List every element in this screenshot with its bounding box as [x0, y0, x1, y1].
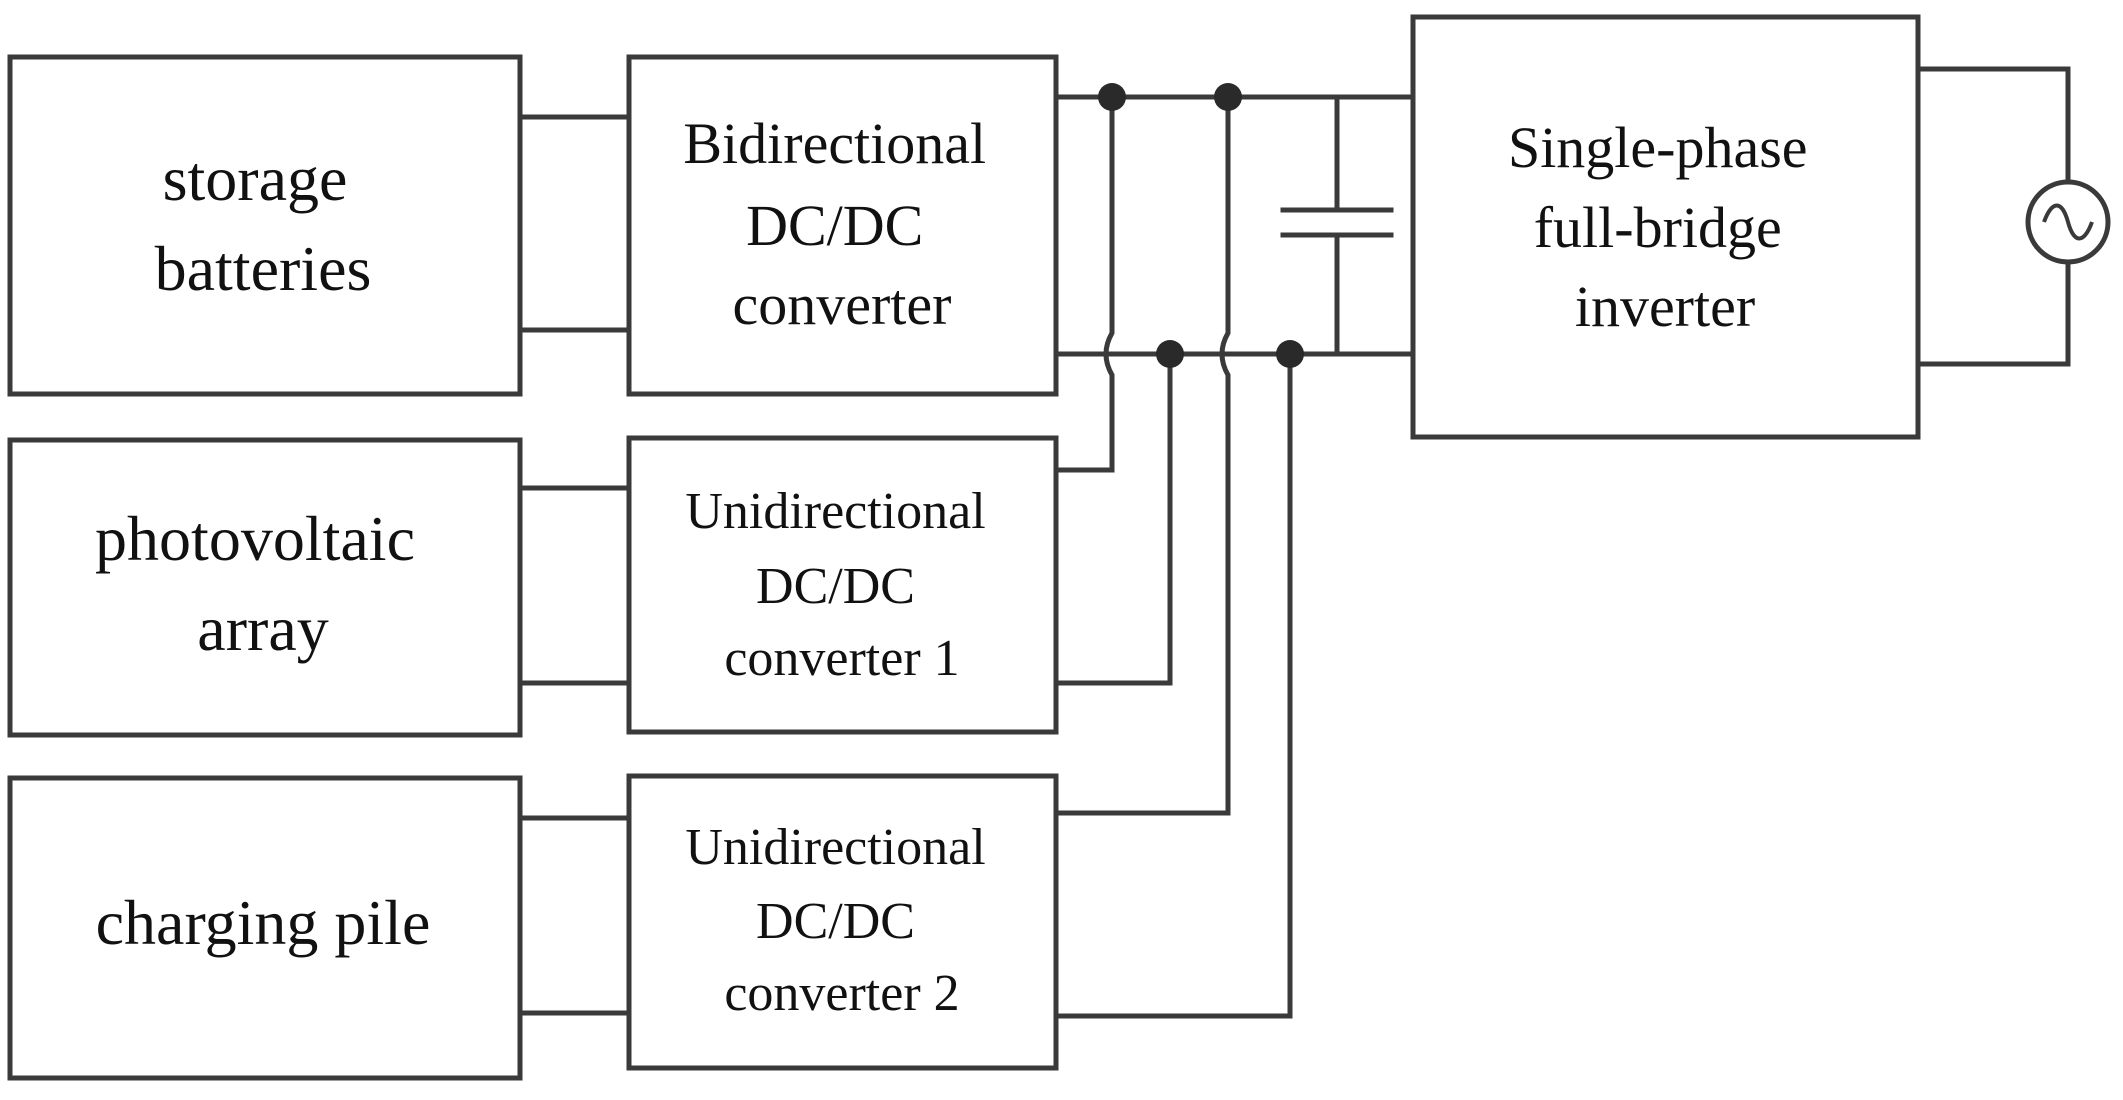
inverter-block [1410, 14, 1921, 440]
bidirectional-converter-label: Bidirectional DC/DC converter [683, 111, 1000, 337]
photovoltaic-array-block [7, 437, 523, 738]
junction-dot [1214, 83, 1242, 111]
capacitor-icon [1280, 94, 1394, 357]
ac-source-icon [2025, 179, 2111, 265]
converter2-positive-wire [1053, 94, 1231, 816]
ac-output-wires [1915, 66, 2071, 367]
storage-batteries-block [7, 54, 523, 397]
converter1-negative-wire [1053, 351, 1173, 686]
junction-dot [1098, 83, 1126, 111]
unidirectional-converter-2-block [626, 773, 1059, 1071]
storage-batteries-label: storage batteries [155, 143, 372, 304]
unidirectional-converter-1-block [626, 435, 1059, 735]
unidirectional-converter-1-label: Unidirectional DC/DC converter 1 [685, 483, 998, 687]
unidirectional-converter-2-label: Unidirectional DC/DC converter 2 [685, 819, 998, 1022]
bidirectional-converter-block [626, 54, 1059, 397]
charging-pile-label: charging pile [96, 887, 431, 958]
dc-bus [1053, 94, 1416, 1019]
inverter-label: Single-phase full-bridge inverter [1508, 115, 1822, 339]
photovoltaic-array-label: photovoltaic array [95, 503, 431, 664]
junction-dot [1156, 340, 1184, 368]
converter2-negative-wire [1053, 351, 1293, 1019]
junction-dot [1276, 340, 1304, 368]
source-wires [517, 114, 632, 1016]
charging-pile-block [7, 775, 523, 1081]
converter1-positive-wire [1053, 94, 1115, 473]
